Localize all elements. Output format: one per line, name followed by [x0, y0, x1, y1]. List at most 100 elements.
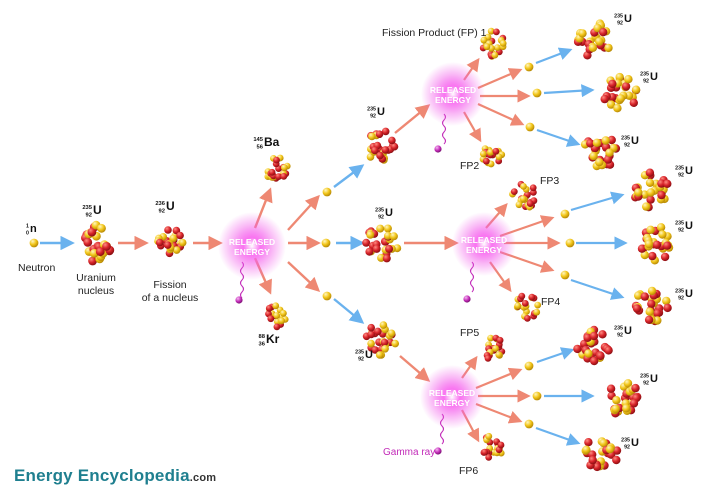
proton	[482, 157, 490, 165]
bot-neutron-1-arrow	[536, 347, 575, 364]
proton	[367, 323, 376, 332]
neutron-particle	[384, 231, 392, 240]
neutron-particle	[645, 307, 654, 316]
proton	[612, 455, 621, 465]
free-neutron	[321, 238, 331, 248]
neutron-particle	[480, 36, 488, 44]
arrows	[40, 47, 628, 446]
free-neutron	[29, 238, 39, 248]
neutron-particle	[582, 445, 591, 454]
barium-145-nucleus	[264, 154, 291, 182]
proton	[521, 300, 529, 307]
neutron-particle	[178, 238, 187, 247]
neutron-particle	[622, 404, 631, 413]
neutron-particle	[281, 164, 288, 172]
neutron-particle	[383, 224, 392, 233]
free-neutron	[524, 419, 534, 429]
text-labels: Neutron Uranium nucleus Fission of a nuc…	[18, 27, 560, 477]
neutron-particle	[642, 202, 651, 211]
neutron-particle	[491, 51, 499, 59]
isotope-symbol: U	[377, 106, 385, 118]
bot-energy-neutron-3-arrow	[475, 402, 523, 424]
proton	[518, 292, 526, 300]
isotope-symbol: U	[385, 207, 393, 219]
uranium-235-nucleus	[81, 220, 115, 266]
neutron-particle	[662, 296, 671, 306]
isotope-mass: 1	[26, 223, 29, 229]
free-neutron	[560, 270, 570, 280]
isotope-atomic-number: 92	[617, 20, 623, 26]
neutron-particle	[646, 188, 656, 197]
proton	[275, 173, 282, 181]
gamma-photon	[235, 296, 243, 304]
proton	[381, 127, 390, 136]
proton	[644, 315, 654, 324]
isotope-mass: 235	[82, 205, 92, 211]
proton	[102, 242, 111, 251]
isotope-symbol: U	[650, 71, 658, 83]
proton	[629, 98, 638, 108]
neutron-particle	[623, 379, 633, 388]
neutron-particle	[97, 223, 106, 233]
neutron-particle	[646, 225, 655, 234]
proton	[390, 142, 399, 151]
proton	[164, 241, 172, 249]
neutron-particle	[595, 158, 604, 167]
proton	[596, 351, 605, 361]
energy-text-line2: ENERGY	[466, 245, 502, 255]
energy-glow-bottom: RELEASED ENERGY	[420, 365, 484, 429]
proton	[365, 247, 374, 256]
isotope-symbol: U	[650, 373, 658, 385]
proton	[640, 292, 649, 301]
isotope-symbol: Ba	[264, 135, 280, 149]
free-neutron	[322, 187, 332, 197]
neutron-particle	[647, 286, 657, 296]
isotope-atomic-number: 92	[159, 209, 165, 215]
neutron-particle	[534, 301, 542, 309]
energy-text-line1: RELEASED	[461, 235, 507, 245]
neutron-particle	[589, 151, 598, 161]
neutron-particle	[366, 230, 375, 239]
u235-bot-to-energy-arrow	[399, 355, 431, 382]
isotope-atomic-number: 92	[624, 142, 630, 148]
proton	[660, 252, 670, 262]
proton	[380, 338, 389, 347]
mid-neutron-3-arrow	[570, 278, 625, 300]
neutron-particle	[645, 178, 655, 187]
neutron-particle	[658, 230, 667, 239]
proton	[603, 155, 613, 164]
proton	[164, 226, 172, 234]
proton	[637, 244, 647, 253]
fp1-label: Fission Product (FP) 1	[382, 27, 487, 39]
u235-nucleus-bottom-2	[606, 379, 642, 418]
energy-text-line2: ENERGY	[435, 95, 471, 105]
free-neutron	[560, 209, 570, 219]
proton	[652, 240, 662, 249]
proton	[663, 303, 672, 313]
isotope-mass: 235	[614, 13, 623, 19]
isotope-atomic-number: 92	[643, 380, 649, 386]
fission-label-line1: Fission	[153, 279, 186, 291]
neutron-particle	[644, 239, 654, 249]
proton	[273, 323, 281, 331]
proton	[382, 254, 391, 263]
isotope-atomic-number: 92	[678, 227, 684, 233]
free-neutron	[532, 88, 542, 98]
proton	[648, 251, 657, 261]
proton	[95, 247, 105, 257]
isotope-mass: 235	[675, 288, 684, 294]
proton	[529, 184, 537, 192]
free-neutron	[532, 391, 542, 401]
proton	[375, 130, 384, 138]
neutron-particle	[520, 183, 527, 190]
isotope-symbol: U	[624, 325, 632, 337]
proton	[88, 256, 97, 266]
proton	[589, 331, 599, 341]
